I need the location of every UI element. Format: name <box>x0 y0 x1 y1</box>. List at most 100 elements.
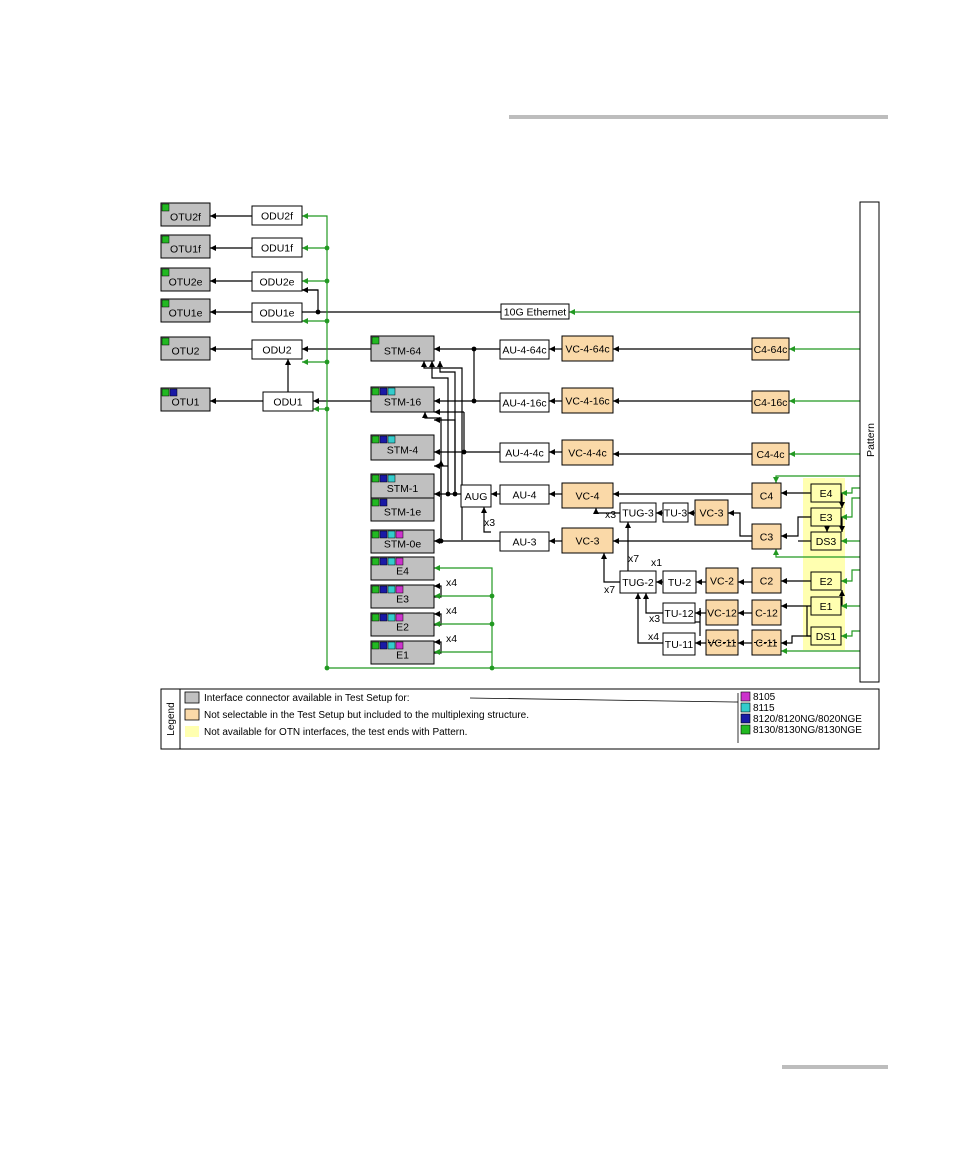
vc3-main-label: VC-3 <box>576 536 600 548</box>
vc2-label: VC-2 <box>710 576 734 588</box>
vc44c-label: VC-4-4c <box>568 448 607 460</box>
legend-item-interface: Interface connector available in Test Se… <box>204 693 410 704</box>
otu1f-label: OTU1f <box>170 244 201 256</box>
au416c-label: AU-4-16c <box>502 398 546 410</box>
model-swatch <box>161 299 170 308</box>
model-swatch <box>371 435 380 444</box>
odu1-label: ODU1 <box>273 397 302 409</box>
legend-model-8120: 8120/8120NG/8020NGE <box>753 714 862 725</box>
odu1f-node: ODU1f <box>251 237 303 258</box>
c44c-label: C4-4c <box>756 449 784 461</box>
stm16-label: STM-16 <box>384 397 422 409</box>
model-swatch <box>379 387 388 396</box>
legend-model-8130: 8130/8130NG/8130NGE <box>753 725 862 736</box>
e4-p-label: E4 <box>820 488 833 500</box>
stm1e-node: STM-1e <box>370 497 435 522</box>
odu2-node: ODU2 <box>251 339 303 360</box>
vc44c-node: VC-4-4c <box>561 439 614 466</box>
model-swatch <box>387 557 396 566</box>
model-swatch <box>387 435 396 444</box>
e1-p-label: E1 <box>820 601 833 613</box>
e1-if-node: E1 <box>370 640 435 665</box>
e2-if-label: E2 <box>396 622 409 634</box>
model-swatch <box>379 585 388 594</box>
tug2-label: TUG-2 <box>622 577 654 589</box>
multiplier-x4-tu11: x4 <box>648 631 659 643</box>
e4-if-label: E4 <box>396 566 409 578</box>
odu1f-label: ODU1f <box>261 243 293 255</box>
model-swatch <box>395 530 404 539</box>
model-swatch <box>371 557 380 566</box>
legend-model-8105: 8105 <box>753 692 776 703</box>
top-rule <box>509 115 888 119</box>
otu2f-label: OTU2f <box>170 212 201 224</box>
c12-node: C-12 <box>751 599 782 626</box>
eth10g-node: 10G Ethernet <box>500 303 570 320</box>
vc3-small-node: VC-3 <box>694 499 729 526</box>
c11-label: C-11 <box>756 638 778 650</box>
c3-label: C3 <box>760 532 774 544</box>
legend: Legend Interface connector available in … <box>160 688 880 750</box>
pattern-label: Pattern <box>865 423 877 457</box>
model-swatch <box>395 641 404 650</box>
vc12-label: VC-12 <box>707 608 737 620</box>
e1-if-label: E1 <box>396 650 409 662</box>
model-swatch <box>387 474 396 483</box>
stm16-node: STM-16 <box>370 386 435 413</box>
c416c-label: C4-16c <box>754 397 788 409</box>
c464c-node: C4-64c <box>751 337 790 361</box>
e3-p-label: E3 <box>820 512 833 524</box>
model-swatch <box>371 498 380 507</box>
legend-swatch-otn <box>185 726 199 737</box>
model-swatch <box>371 641 380 650</box>
odu1-node: ODU1 <box>262 391 314 412</box>
c44c-node: C4-4c <box>751 442 790 466</box>
odu2f-node: ODU2f <box>251 205 303 226</box>
au416c-node: AU-4-16c <box>499 392 550 413</box>
tu2-node: TU-2 <box>662 570 697 594</box>
model-swatch <box>387 387 396 396</box>
e4-p-node: E4 <box>810 483 842 503</box>
vc11-node: VC-11 <box>705 629 739 656</box>
otu1f-node: OTU1f <box>160 234 211 259</box>
multiplier-x7-tug2b: x7 <box>604 584 615 596</box>
legend-swatch-structure <box>184 708 200 721</box>
au464c-label: AU-4-64c <box>502 345 546 357</box>
odu1e-node: ODU1e <box>251 302 303 323</box>
c12-label: C-12 <box>755 608 778 620</box>
legend-item-structure: Not selectable in the Test Setup but inc… <box>204 710 529 721</box>
legend-model-8115-swatch <box>740 702 751 713</box>
au464c-node: AU-4-64c <box>499 339 550 360</box>
au44c-node: AU-4-4c <box>499 442 550 463</box>
ds3-p-node: DS3 <box>810 531 842 551</box>
bottom-rule <box>782 1065 888 1069</box>
vc464c-node: VC-4-64c <box>561 335 614 362</box>
au4-node: AU-4 <box>499 484 550 505</box>
e1-p-node: E1 <box>810 596 842 616</box>
multiplier-x7-tug2a: x7 <box>628 553 639 565</box>
legend-model-8120-swatch <box>740 713 751 724</box>
tug3-label: TUG-3 <box>622 508 654 520</box>
au3-node: AU-3 <box>499 531 550 552</box>
stm4-node: STM-4 <box>370 434 435 461</box>
vc3-main-node: VC-3 <box>561 527 614 554</box>
c11-node: C-11 <box>751 629 782 656</box>
model-swatch <box>387 585 396 594</box>
aug-label: AUG <box>465 491 488 503</box>
au44c-label: AU-4-4c <box>505 448 544 460</box>
otu1-label: OTU1 <box>171 397 199 409</box>
model-swatch <box>379 435 388 444</box>
odu1e-label: ODU1e <box>259 308 294 320</box>
model-swatch <box>379 474 388 483</box>
model-swatch <box>371 336 380 345</box>
multiplier-x4-e2: x4 <box>446 633 457 645</box>
c416c-node: C4-16c <box>751 390 790 414</box>
legend-title: Legend <box>166 702 177 735</box>
model-swatch <box>395 557 404 566</box>
pattern-box <box>859 201 880 683</box>
model-swatch <box>371 387 380 396</box>
au4-label: AU-4 <box>513 490 537 502</box>
model-swatch <box>371 613 380 622</box>
e3-if-label: E3 <box>396 594 409 606</box>
otu1-node: OTU1 <box>160 387 211 412</box>
